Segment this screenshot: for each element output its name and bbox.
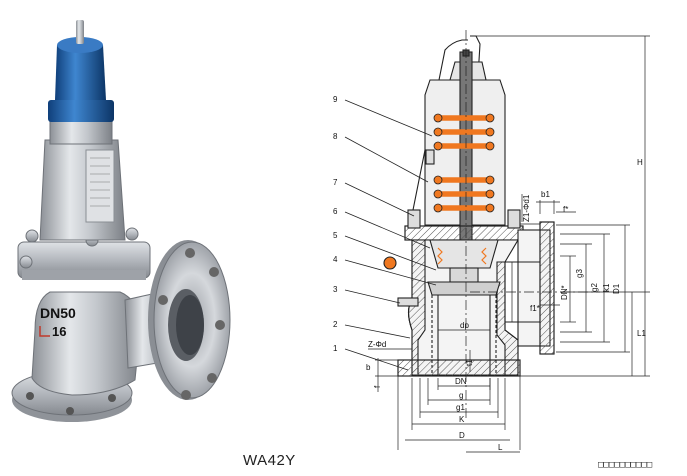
body-marking-dn: DN50 [40, 305, 76, 321]
part-number-8: 8 [333, 132, 338, 141]
dim-K: K [459, 415, 465, 424]
dim-D: D [459, 431, 465, 440]
dim-b1: b1 [541, 190, 550, 199]
dim-H: H [637, 158, 643, 167]
dim-DN-outlet: DN* [560, 285, 569, 300]
dimension-labels: H L1 D1 k1 g2 g3 DN* f1* b1 f* Z1-Φd1 Z-… [366, 158, 646, 452]
dim-f-top: f* [563, 205, 568, 214]
part-number-9: 9 [333, 95, 338, 104]
section-drawing [344, 30, 650, 453]
dim-t1: t1 [465, 359, 474, 366]
dim-DN: DN [455, 377, 467, 386]
dim-dp: dp [460, 321, 469, 330]
part-number-2: 2 [333, 320, 338, 329]
part-number-3: 3 [333, 285, 338, 294]
dim-g2: g2 [590, 283, 599, 292]
dim-z1-d1: Z1-Φd1 [522, 194, 531, 222]
dim-f: f [373, 385, 382, 388]
dim-D1: D1 [612, 283, 621, 294]
footer-text: □□□□□□□□□□ [598, 460, 653, 470]
dim-g1: g1 [456, 403, 465, 412]
dim-g3: g3 [575, 269, 584, 278]
dim-f1: f1* [530, 304, 540, 313]
part-number-labels: 9 8 7 6 5 4 3 2 1 [333, 95, 338, 353]
part-number-5: 5 [333, 231, 338, 240]
part-number-1: 1 [333, 344, 338, 353]
part-number-6: 6 [333, 207, 338, 216]
model-caption: WA42Y [243, 452, 296, 469]
dim-g: g [459, 391, 463, 400]
dim-z-d: Z-Φd [368, 340, 386, 349]
dim-k1: k1 [602, 283, 611, 292]
dim-L: L [498, 443, 503, 452]
dim-b: b [366, 363, 371, 372]
body-marking-pn: 16 [52, 324, 66, 339]
spring [435, 115, 493, 211]
part-number-7: 7 [333, 178, 338, 187]
valve-photo: DN50 16 [11, 20, 231, 422]
part-number-4: 4 [333, 255, 338, 264]
dim-L1: L1 [637, 329, 646, 338]
